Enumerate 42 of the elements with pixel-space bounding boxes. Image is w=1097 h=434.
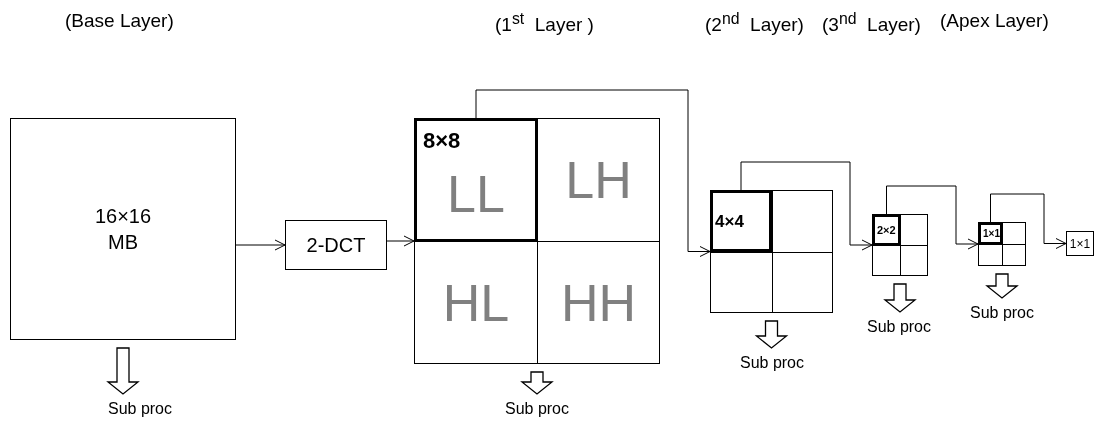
- block-box: [1066, 231, 1094, 256]
- caption-text: Sub proc: [865, 319, 932, 335]
- grid-cell: [872, 214, 901, 246]
- arrow: [475, 89, 711, 257]
- block-grid: [978, 222, 1026, 266]
- node-text: 1×1: [1068, 237, 1092, 250]
- block-arrow: [754, 320, 789, 349]
- node-text: 8×8: [423, 130, 462, 153]
- layer-label: (1$^{st}$ Layer ): [495, 10, 594, 37]
- arrow: [235, 239, 286, 251]
- block-arrow: [985, 273, 1019, 299]
- block-grid: [872, 214, 928, 276]
- caption-text: Sub proc: [968, 305, 1035, 321]
- block-arrow: [883, 283, 917, 313]
- node-text: 2×2: [877, 224, 897, 236]
- block-grid: [710, 190, 833, 313]
- layer-label: (Apex Layer): [940, 10, 1049, 32]
- arrow: [990, 193, 1067, 249]
- layer-label: (2$^{nd}$ Layer): [705, 10, 804, 37]
- node-text: 16×16 MB: [93, 204, 153, 255]
- process-box: [285, 220, 387, 270]
- node-text: 4×4: [715, 212, 745, 230]
- node-text: HL: [441, 276, 511, 329]
- node-text: 2-DCT: [305, 235, 367, 255]
- caption-text: Sub proc: [106, 401, 173, 417]
- node-text: HH: [559, 276, 638, 329]
- grid-cell: [710, 190, 772, 252]
- grid-cell: [978, 222, 1003, 245]
- block-arrow: [520, 371, 554, 395]
- subband-quadrant: [414, 118, 538, 242]
- size-text: LL: [446, 168, 506, 221]
- caption-text: Sub proc: [503, 401, 570, 417]
- block-arrow: [106, 347, 140, 395]
- arrow: [886, 185, 979, 250]
- node-text: LH: [564, 154, 633, 206]
- node-text: 1×1: [983, 228, 1000, 239]
- arrow: [386, 235, 415, 247]
- caption-text: Sub proc: [738, 355, 805, 371]
- arrow: [740, 161, 873, 251]
- macroblock-box: [10, 118, 236, 340]
- layer-label: (3$^{nd}$ Layer): [822, 10, 921, 37]
- layer-label: (Base Layer): [65, 10, 174, 32]
